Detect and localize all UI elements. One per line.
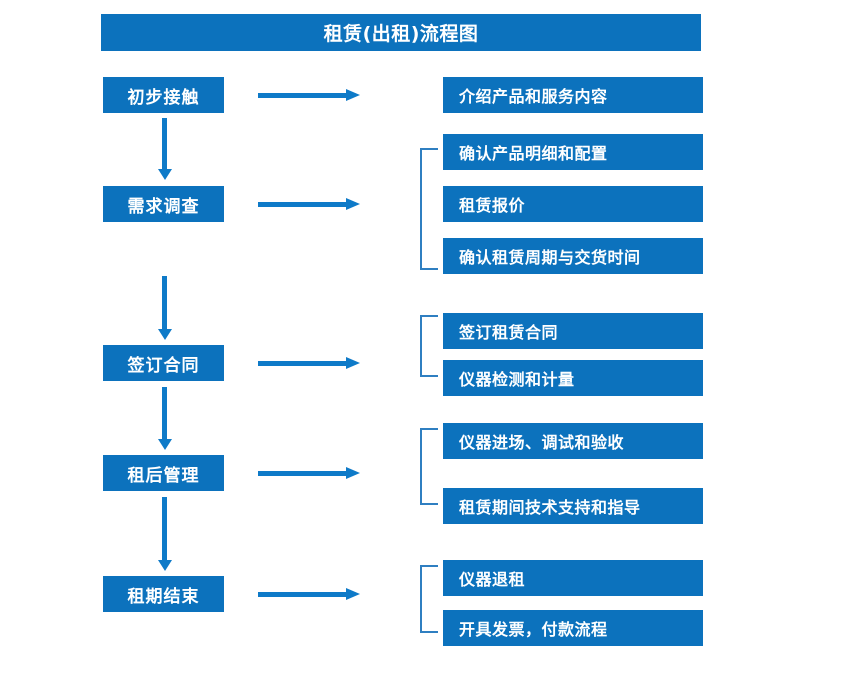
arrow-shaft xyxy=(162,276,167,329)
vertical-arrow-4 xyxy=(157,497,173,571)
page-title: 租赁(出租)流程图 xyxy=(101,14,701,51)
detail-box-1[interactable]: 介绍产品和服务内容 xyxy=(443,77,703,113)
stage-box-5[interactable]: 租期结束 xyxy=(103,576,224,612)
vertical-arrow-3 xyxy=(157,387,173,450)
vertical-arrow-2 xyxy=(157,276,173,340)
arrow-head-icon xyxy=(346,467,360,479)
horizontal-arrow-2 xyxy=(258,196,362,212)
stage-box-4[interactable]: 租后管理 xyxy=(103,455,224,491)
detail-box-8[interactable]: 租赁期间技术支持和指导 xyxy=(443,488,703,524)
detail-box-2[interactable]: 确认产品明细和配置 xyxy=(443,134,703,170)
arrow-head-icon xyxy=(346,89,360,101)
arrow-shaft xyxy=(258,471,348,476)
stage-box-3[interactable]: 签订合同 xyxy=(103,345,224,381)
arrow-shaft xyxy=(258,361,348,366)
arrow-head-icon xyxy=(158,439,172,450)
detail-box-7[interactable]: 仪器进场、调试和验收 xyxy=(443,423,703,459)
arrow-shaft xyxy=(162,497,167,560)
arrow-head-icon xyxy=(346,198,360,210)
detail-box-9[interactable]: 仪器退租 xyxy=(443,560,703,596)
bracket-connector-5 xyxy=(420,565,438,633)
arrow-head-icon xyxy=(158,329,172,340)
stage-box-1[interactable]: 初步接触 xyxy=(103,77,224,113)
arrow-shaft xyxy=(162,387,167,439)
detail-box-4[interactable]: 确认租赁周期与交货时间 xyxy=(443,238,703,274)
arrow-head-icon xyxy=(158,169,172,180)
bracket-connector-2 xyxy=(420,148,438,270)
detail-box-3[interactable]: 租赁报价 xyxy=(443,186,703,222)
horizontal-arrow-5 xyxy=(258,586,362,602)
horizontal-arrow-1 xyxy=(258,87,362,103)
bracket-connector-3 xyxy=(420,315,438,377)
horizontal-arrow-3 xyxy=(258,355,362,371)
arrow-shaft xyxy=(258,202,348,207)
horizontal-arrow-4 xyxy=(258,465,362,481)
detail-box-5[interactable]: 签订租赁合同 xyxy=(443,313,703,349)
arrow-shaft xyxy=(162,118,167,169)
bracket-connector-4 xyxy=(420,428,438,505)
arrow-shaft xyxy=(258,93,348,98)
detail-box-10[interactable]: 开具发票，付款流程 xyxy=(443,610,703,646)
stage-box-2[interactable]: 需求调查 xyxy=(103,186,224,222)
arrow-head-icon xyxy=(158,560,172,571)
arrow-head-icon xyxy=(346,357,360,369)
arrow-head-icon xyxy=(346,588,360,600)
detail-box-6[interactable]: 仪器检测和计量 xyxy=(443,360,703,396)
arrow-shaft xyxy=(258,592,348,597)
vertical-arrow-1 xyxy=(157,118,173,180)
